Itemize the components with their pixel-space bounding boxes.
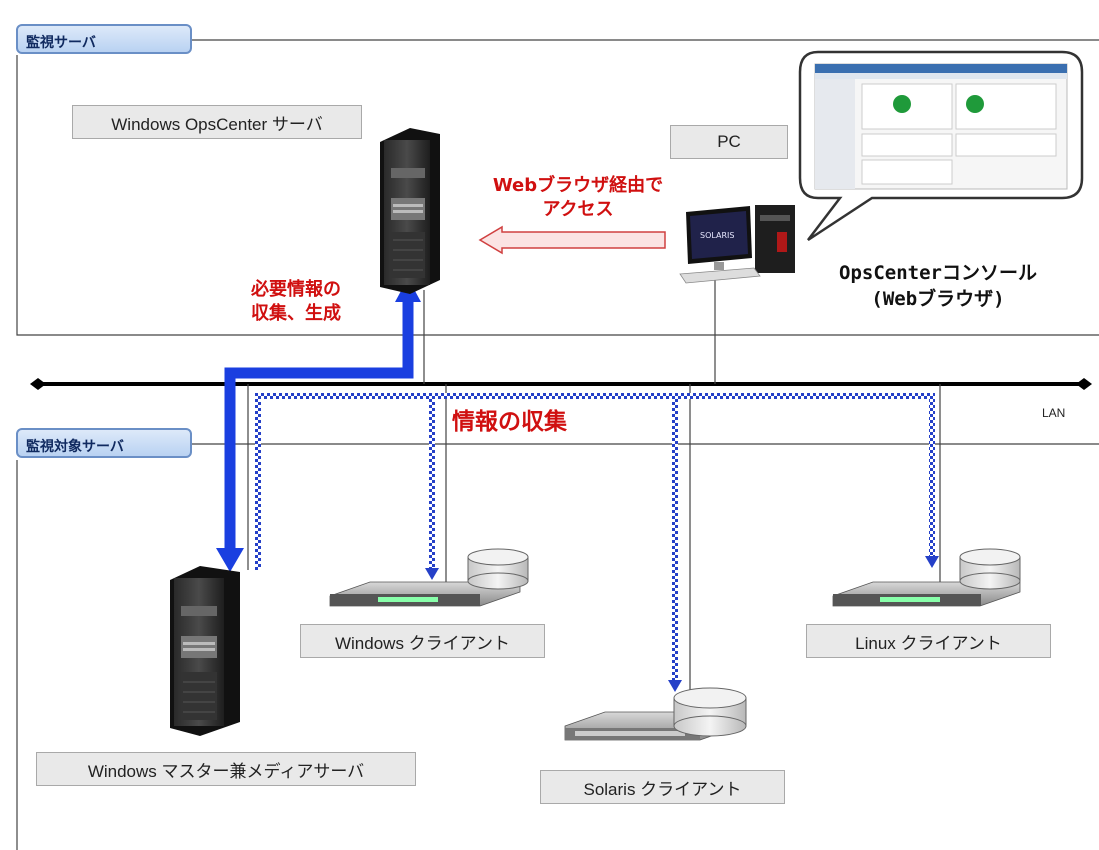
- info-collection-annotation: 情報の収集: [452, 409, 567, 435]
- master-media-server-icon: [170, 566, 240, 736]
- collect-generate-line1: 必要情報の: [251, 279, 341, 300]
- linux-client-label: Linux クライアント: [806, 624, 1051, 658]
- collection-arrowheads: [425, 556, 939, 692]
- opscenter-server-icon: [380, 128, 440, 294]
- solaris-client-label: Solaris クライアント: [540, 770, 785, 804]
- pc-label: PC: [670, 125, 788, 159]
- console-line1: OpsCenterコンソール: [839, 262, 1037, 284]
- collect-generate-annotation: 必要情報の 収集、生成: [226, 278, 366, 326]
- collect-generate-line2: 収集、生成: [251, 303, 341, 324]
- opscenter-console-label: OpsCenterコンソール (Webブラウザ): [818, 260, 1058, 312]
- windows-client-label: Windows クライアント: [300, 624, 545, 658]
- windows-client-disk-icon: [467, 548, 529, 590]
- console-screenshot-balloon: [798, 50, 1084, 242]
- lan-label: LAN: [1042, 406, 1066, 420]
- console-line2: (Webブラウザ): [871, 288, 1005, 310]
- monitored-server-zone-outline: [16, 443, 1099, 850]
- monitored-server-zone-tab: 監視対象サーバ: [16, 428, 192, 458]
- web-access-line1: Webブラウザ経由で: [492, 175, 664, 196]
- info-collection-paths: [255, 393, 935, 680]
- web-access-annotation: Webブラウザ経由で アクセス: [478, 174, 678, 222]
- monitoring-server-zone-outline: [16, 39, 1099, 336]
- linux-client-disk-icon: [959, 548, 1021, 590]
- web-access-line2: アクセス: [542, 199, 614, 220]
- windows-client-server-icon: [329, 548, 529, 607]
- solaris-client-server-icon: [564, 687, 747, 741]
- network-connections: [247, 280, 941, 705]
- opscenter-server-label: Windows OpsCenter サーバ: [72, 105, 362, 139]
- master-media-server-label: Windows マスター兼メディアサーバ: [36, 752, 416, 786]
- solaris-client-disk-icon: [673, 687, 747, 737]
- lan-line: [30, 378, 1092, 390]
- linux-client-server-icon: [832, 548, 1021, 607]
- web-access-arrow: [478, 225, 666, 255]
- monitoring-server-zone-tab: 監視サーバ: [16, 24, 192, 54]
- monitor-screen-text: SOLARIS: [700, 231, 734, 240]
- pc-icon: SOLARIS: [679, 205, 795, 284]
